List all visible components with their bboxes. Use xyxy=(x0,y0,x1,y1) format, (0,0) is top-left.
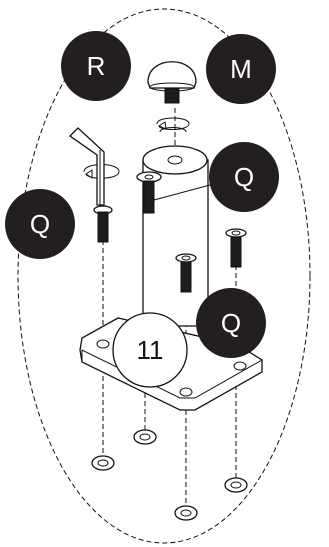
svg-text:R: R xyxy=(87,51,106,81)
screw xyxy=(175,253,197,293)
svg-text:Q: Q xyxy=(234,162,254,192)
plate-hole xyxy=(179,387,193,397)
plate-hole xyxy=(96,339,110,349)
step-number-badge: 11 xyxy=(112,312,188,388)
rotate-arrow-icon xyxy=(156,117,190,133)
badge-q-bottom: Q xyxy=(196,288,266,358)
step-number: 11 xyxy=(137,335,164,365)
screw xyxy=(93,205,113,243)
svg-text:Q: Q xyxy=(30,209,50,239)
washer xyxy=(91,455,115,471)
cylinder-post xyxy=(142,145,209,327)
hex-key xyxy=(68,127,105,206)
svg-text:Q: Q xyxy=(221,308,241,338)
svg-text:M: M xyxy=(230,54,252,84)
plate-hole xyxy=(233,361,247,371)
washer xyxy=(133,429,157,445)
washer xyxy=(174,505,198,521)
badge-q-left: Q xyxy=(5,189,75,259)
badge-q-top: Q xyxy=(209,142,279,212)
screw xyxy=(136,171,162,214)
rotate-arrow-icon xyxy=(83,164,120,179)
dashed-boundary xyxy=(17,8,311,544)
badge-r: R xyxy=(61,31,131,101)
screw xyxy=(225,228,247,268)
washer xyxy=(224,477,248,493)
badge-m: M xyxy=(206,34,276,104)
floor-washers xyxy=(91,429,248,521)
foot-cap xyxy=(147,61,197,104)
